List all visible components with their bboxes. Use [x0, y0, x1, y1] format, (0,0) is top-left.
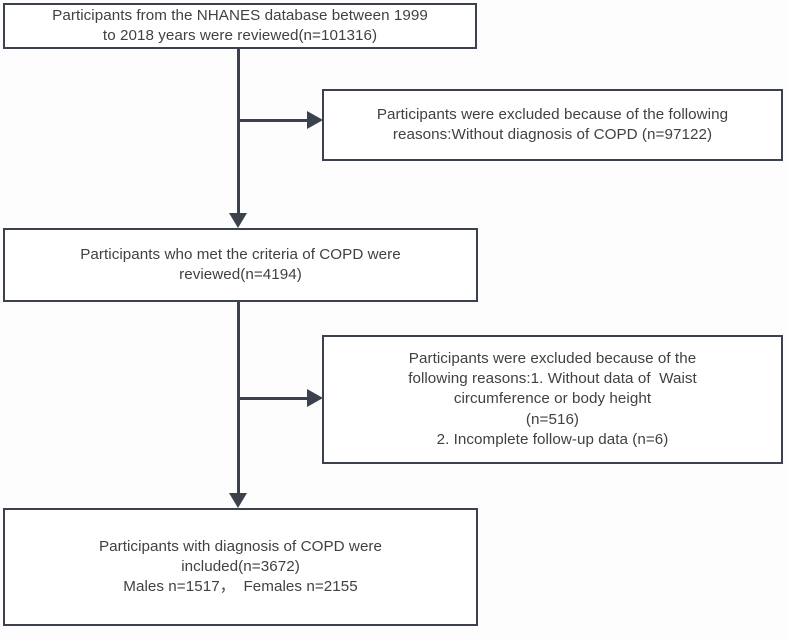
flow-node-included: Participants with diagnosis of COPD were… — [3, 508, 478, 626]
flow-node-enrolled: Participants from the NHANES database be… — [3, 3, 477, 49]
flow-node-excluded-1-label: Participants were excluded because of th… — [376, 105, 729, 143]
arrow-right-icon — [307, 389, 323, 407]
flow-node-criteria-label: Participants who met the criteria of COP… — [80, 245, 401, 283]
arrow-down-icon — [229, 493, 247, 508]
flow-node-excluded-2-label: Participants were excluded because of th… — [408, 350, 697, 448]
flow-node-excluded-2: Participants were excluded because of th… — [322, 335, 783, 464]
connector-criteria-to-excluded-2 — [237, 397, 309, 400]
arrow-down-icon — [229, 213, 247, 228]
flow-node-enrolled-label: Participants from the NHANES database be… — [52, 6, 428, 44]
flow-node-included-label: Participants with diagnosis of COPD were… — [98, 537, 383, 596]
flow-node-excluded-1: Participants were excluded because of th… — [322, 89, 783, 161]
arrow-right-icon — [307, 111, 323, 129]
connector-enrolled-to-excluded-1 — [237, 119, 309, 122]
connector-enrolled-to-criteria — [237, 49, 240, 215]
flow-node-criteria: Participants who met the criteria of COP… — [3, 228, 478, 302]
